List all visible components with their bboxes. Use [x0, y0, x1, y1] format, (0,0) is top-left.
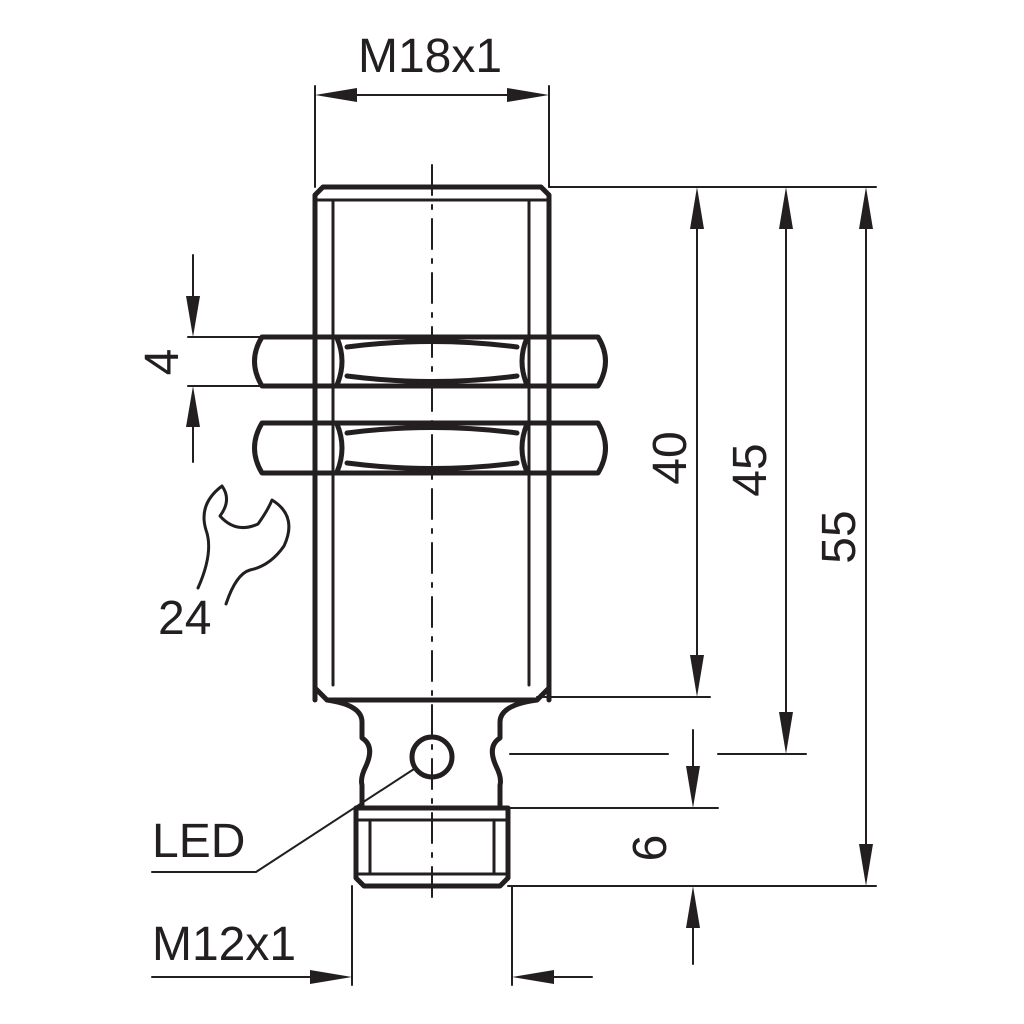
led-indicator [409, 734, 455, 780]
led-leader-line [151, 768, 415, 873]
label-thread-connector: M12x1 [152, 918, 296, 971]
dim-thread-main [314, 85, 550, 188]
dim-40 [690, 187, 704, 697]
sensor-housing [312, 184, 552, 703]
sensor-neck [324, 697, 540, 811]
label-led: LED [152, 815, 245, 868]
dim-6 [686, 729, 700, 965]
label-dim-45: 45 [724, 443, 777, 496]
hex-nut-lower [252, 420, 608, 476]
dim-55 [859, 187, 873, 886]
label-dim-55: 55 [813, 510, 866, 563]
connector-m12 [353, 805, 511, 889]
extension-lines [507, 186, 877, 887]
wrench-icon [196, 484, 291, 606]
label-nut-height: 4 [136, 349, 189, 376]
label-dim-6: 6 [624, 835, 677, 862]
label-dim-40: 40 [644, 431, 697, 484]
hex-nut-upper [252, 334, 608, 389]
dim-nut-height [186, 254, 263, 463]
label-wrench-size: 24 [158, 592, 211, 645]
label-thread-main: M18x1 [358, 30, 502, 83]
dim-45 [779, 187, 793, 754]
dim-thread-connector [151, 885, 593, 986]
